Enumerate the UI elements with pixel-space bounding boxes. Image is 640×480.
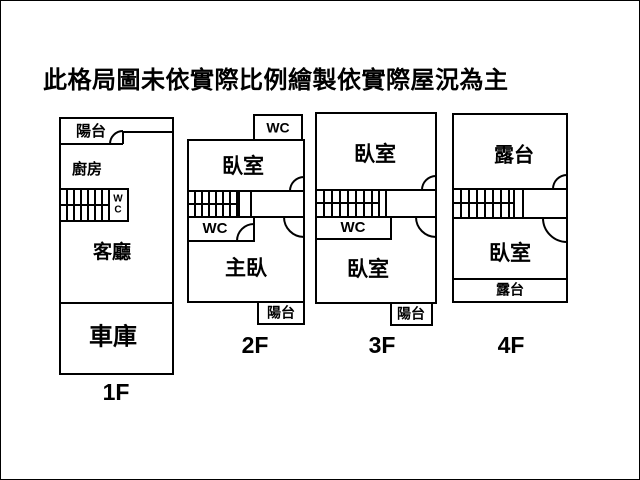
door-arc-balcony-1f	[109, 130, 124, 145]
room-label-kitchen-1f: 廚房	[71, 161, 103, 179]
stairs-2f	[188, 191, 252, 217]
room-label-balcony-1f: 陽台	[75, 123, 107, 141]
room-label-wc-2f: WC	[202, 220, 228, 238]
floor-label-3f: 3F	[368, 331, 396, 358]
room-label-wc-3f: WC	[340, 219, 366, 237]
room-label-bedroom-upper-3f: 臥室	[354, 142, 396, 166]
room-label-bedroom-2f: 臥室	[222, 154, 264, 178]
room-label-terrace-lower-4f: 露台	[496, 281, 524, 298]
room-label-bedroom-4f: 臥室	[489, 241, 531, 265]
floor-4f-walls	[452, 113, 568, 303]
room-label-wc-1f: W C	[113, 193, 123, 215]
room-label-garage-1f: 車庫	[89, 323, 137, 351]
stairs-1f	[59, 188, 129, 222]
floor-2f-walls	[187, 114, 305, 325]
floor-1f-walls	[59, 117, 174, 375]
room-label-terrace-upper-4f: 露台	[494, 144, 534, 167]
room-label-balcony-3f: 陽台	[397, 305, 425, 322]
door-arcs-3f	[415, 175, 437, 238]
door-arcs-4f	[542, 174, 568, 243]
floor-label-4f: 4F	[497, 331, 525, 358]
floor-label-2f: 2F	[241, 331, 269, 358]
room-label-balcony-2f: 陽台	[267, 304, 295, 321]
floor-label-1f: 1F	[102, 378, 130, 405]
room-label-master-bedroom-2f: 主臥	[225, 256, 267, 280]
door-arcs-2f	[236, 176, 305, 242]
stairs-3f	[316, 190, 387, 217]
stairs-4f	[453, 189, 524, 218]
floor-3f-walls	[315, 112, 437, 326]
room-label-upper-wc-2f: WC	[266, 119, 290, 136]
room-label-living-room-1f: 客廳	[92, 242, 132, 264]
room-label-bedroom-lower-3f: 臥室	[347, 257, 389, 281]
disclaimer-title: 此格局圖未依實際比例繪製依實際屋況為主	[43, 67, 509, 94]
